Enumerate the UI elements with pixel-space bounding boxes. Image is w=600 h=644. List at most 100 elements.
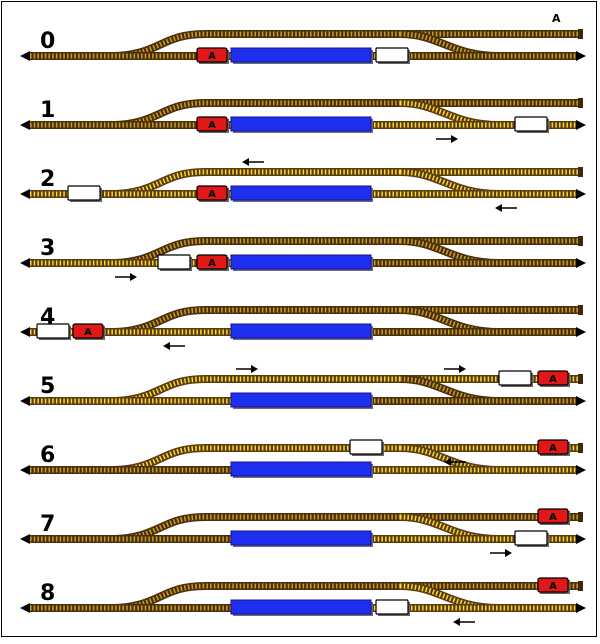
step-number: 3 bbox=[40, 236, 55, 261]
platform bbox=[230, 185, 372, 201]
wagon bbox=[67, 185, 102, 202]
track-end-left-arrow bbox=[20, 258, 30, 268]
step-number: 2 bbox=[40, 167, 55, 192]
wagon bbox=[514, 530, 549, 547]
track-end-right-arrow bbox=[576, 534, 586, 544]
locomotive: A bbox=[72, 323, 105, 340]
track-end-left-arrow bbox=[20, 396, 30, 406]
platform bbox=[230, 254, 372, 270]
track-end-right-arrow bbox=[576, 51, 586, 61]
step-2: 2A bbox=[20, 158, 586, 212]
movement-arrow-head bbox=[495, 204, 502, 212]
movement-arrow bbox=[242, 158, 264, 166]
locomotive-body bbox=[196, 254, 228, 270]
locomotive-label: A bbox=[208, 120, 216, 131]
siding-buffer-stop bbox=[578, 443, 583, 453]
corner-label: A bbox=[552, 12, 561, 25]
locomotive-body bbox=[537, 577, 569, 593]
locomotive: A bbox=[196, 254, 229, 271]
step-4: 4A bbox=[20, 305, 586, 350]
wagon-body bbox=[67, 185, 101, 201]
right-switch-track-ties bbox=[399, 238, 501, 266]
wagon bbox=[349, 439, 384, 456]
movement-arrow bbox=[236, 365, 258, 373]
locomotive-label: A bbox=[208, 189, 216, 200]
track-end-right-arrow bbox=[576, 603, 586, 613]
step-number: 1 bbox=[40, 98, 55, 123]
movement-arrow bbox=[444, 458, 466, 466]
wagon bbox=[514, 116, 549, 133]
movement-arrow-head bbox=[242, 158, 249, 166]
platform bbox=[230, 47, 372, 63]
step-number: 6 bbox=[40, 443, 55, 468]
track-end-left-arrow bbox=[20, 120, 30, 130]
locomotive-body bbox=[537, 370, 569, 386]
wagon bbox=[36, 323, 71, 340]
track-end-right-arrow bbox=[576, 327, 586, 337]
locomotive-body bbox=[72, 323, 104, 339]
locomotive-label: A bbox=[208, 258, 216, 269]
platform bbox=[230, 530, 372, 546]
siding-buffer-stop bbox=[578, 236, 583, 246]
locomotive-body bbox=[537, 508, 569, 524]
siding-buffer-stop bbox=[578, 374, 583, 384]
siding-buffer-stop bbox=[578, 29, 583, 39]
wagon-body bbox=[514, 530, 548, 546]
locomotive: A bbox=[196, 47, 229, 64]
step-number: 8 bbox=[40, 581, 55, 606]
wagon-body bbox=[375, 599, 409, 615]
step-number: 0 bbox=[40, 29, 55, 54]
movement-arrow bbox=[444, 365, 466, 373]
track-end-right-arrow bbox=[576, 465, 586, 475]
locomotive: A bbox=[196, 185, 229, 202]
right-switch-track-ties bbox=[399, 169, 501, 197]
wagon bbox=[375, 599, 410, 616]
track-end-right-arrow bbox=[576, 120, 586, 130]
right-switch-track-ties bbox=[399, 31, 501, 59]
track-end-right-arrow bbox=[576, 258, 586, 268]
locomotive: A bbox=[537, 577, 570, 594]
track-end-left-arrow bbox=[20, 603, 30, 613]
siding-buffer-stop bbox=[578, 167, 583, 177]
locomotive: A bbox=[537, 370, 570, 387]
platform bbox=[230, 323, 372, 339]
movement-arrow bbox=[115, 273, 137, 281]
right-switch-track-ties bbox=[399, 583, 501, 611]
track-end-right-arrow bbox=[576, 396, 586, 406]
platform bbox=[230, 392, 372, 408]
movement-arrow-head bbox=[459, 365, 466, 373]
locomotive: A bbox=[196, 116, 229, 133]
movement-arrow-head bbox=[163, 342, 170, 350]
movement-arrow bbox=[436, 135, 458, 143]
movement-arrow bbox=[453, 618, 475, 626]
locomotive-body bbox=[196, 116, 228, 132]
locomotive-label: A bbox=[549, 374, 557, 385]
track-end-right-arrow bbox=[576, 189, 586, 199]
track-end-left-arrow bbox=[20, 327, 30, 337]
movement-arrow-head bbox=[505, 549, 512, 557]
movement-arrow bbox=[490, 549, 512, 557]
locomotive-label: A bbox=[549, 512, 557, 523]
movement-arrow-head bbox=[130, 273, 137, 281]
right-switch-track-ties bbox=[399, 514, 501, 542]
wagon-body bbox=[157, 254, 191, 270]
platform bbox=[230, 116, 372, 132]
step-0: 0A bbox=[20, 29, 586, 64]
right-switch-track-ties bbox=[399, 445, 501, 473]
locomotive-body bbox=[196, 185, 228, 201]
track-end-left-arrow bbox=[20, 51, 30, 61]
movement-arrow-head bbox=[251, 365, 258, 373]
wagon bbox=[157, 254, 192, 271]
locomotive-body bbox=[537, 439, 569, 455]
wagon-body bbox=[514, 116, 548, 132]
siding-buffer-stop bbox=[578, 305, 583, 315]
movement-arrow-head bbox=[453, 618, 460, 626]
wagon-body bbox=[375, 47, 409, 63]
movement-arrow bbox=[495, 204, 517, 212]
